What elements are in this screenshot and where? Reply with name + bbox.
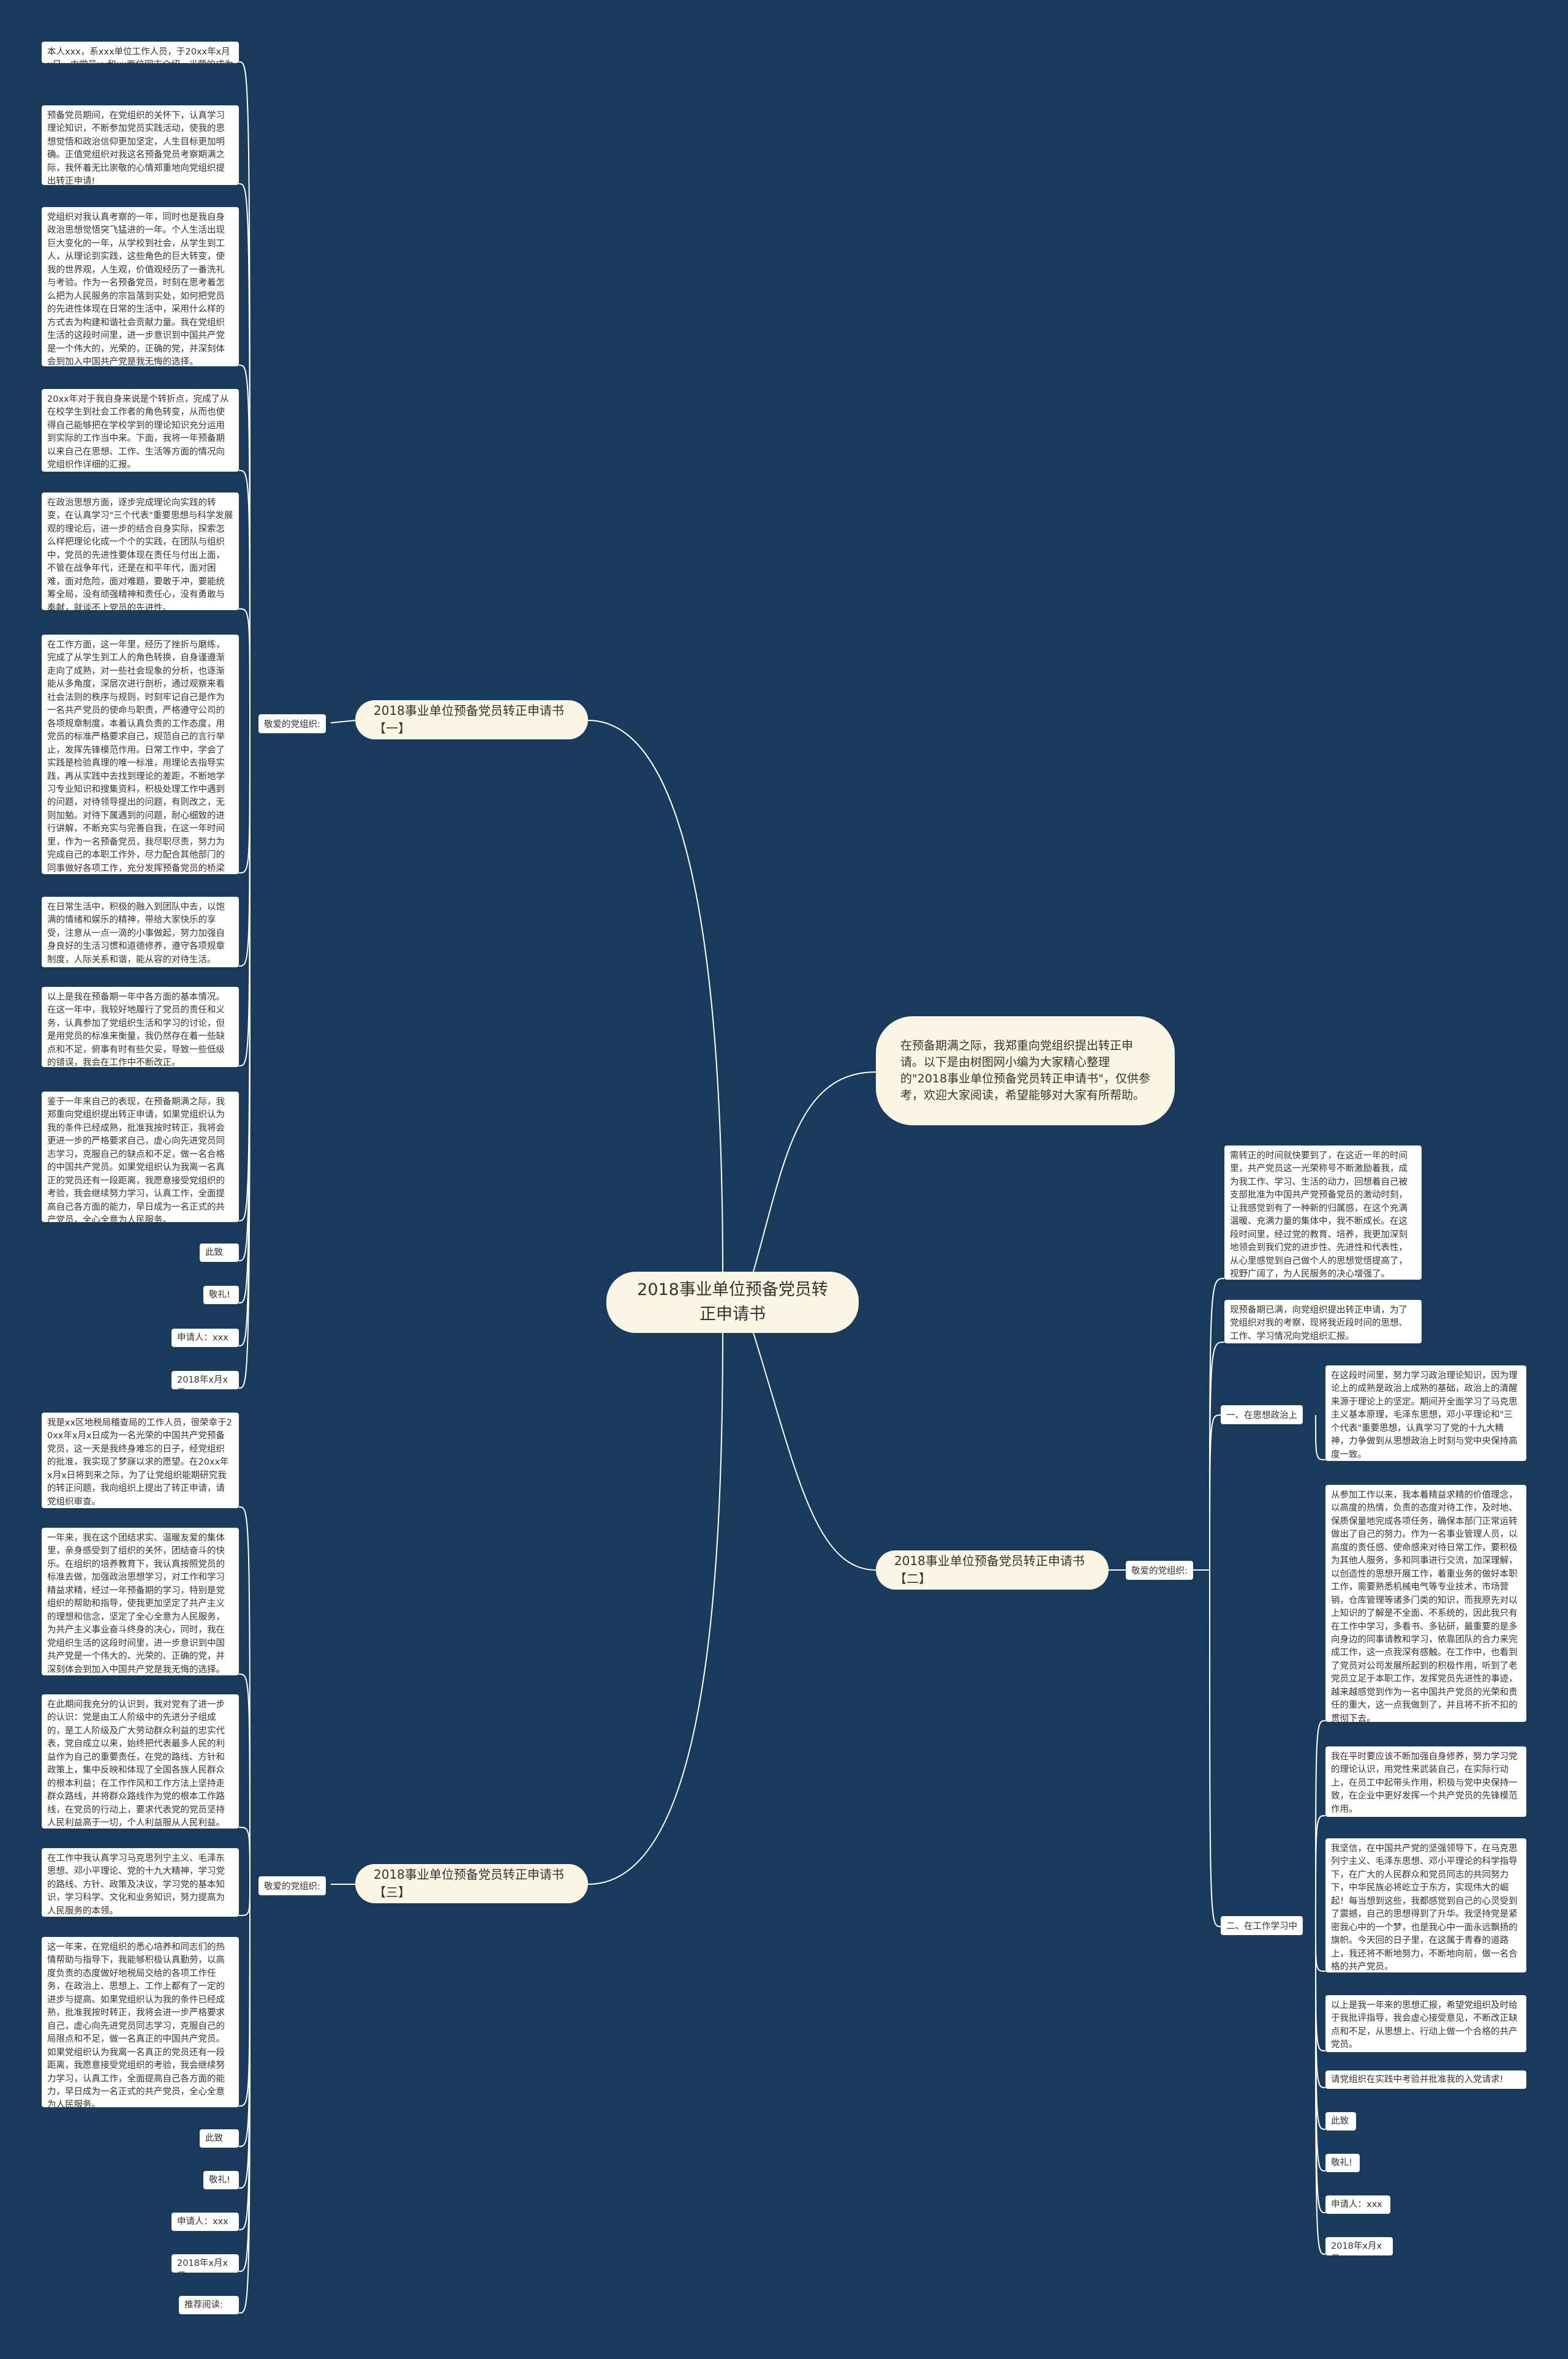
text-leaf[interactable]: 在政治思想方面，逐步完成理论向实践的转变，在认真学习"三个代表"重要思想与科学发… xyxy=(42,493,239,610)
branch-2-salutation[interactable]: 敬爱的党组织: xyxy=(1126,1561,1193,1580)
text-leaf[interactable]: 预备党员期间，在党组织的关怀下，认真学习理论知识，不断参加党员实践活动，使我的思… xyxy=(42,105,239,185)
branch-2-section-1-label[interactable]: 一、在思想政治上 xyxy=(1221,1405,1303,1424)
text-leaf[interactable]: 请党组织在实践中考验并批准我的入党请求! xyxy=(1325,2070,1526,2089)
text-leaf[interactable]: 推荐阅读: xyxy=(179,2296,239,2314)
text-leaf[interactable]: 此致 xyxy=(200,2129,239,2148)
link-root-b3 xyxy=(587,1330,723,1885)
intro-node[interactable]: 在预备期满之际，我郑重向党组织提出转正申请。以下是由树图网小编为大家精心整理的"… xyxy=(876,1016,1175,1125)
text-leaf[interactable]: 在此期间我充分的认识到，我对党有了进一步的认识：党是由工人阶级中的先进分子组成的… xyxy=(42,1694,239,1829)
text-leaf[interactable]: 我坚信，在中国共产党的坚强领导下，在马克思列宁主义、毛泽东思想、邓小平理论的科学… xyxy=(1325,1838,1526,1972)
text-leaf[interactable]: 现预备期已满，向党组织提出转正申请，为了党组织对我的考察，现将我近段时间的思想、… xyxy=(1224,1300,1422,1343)
text-leaf[interactable]: 一年来，我在这个团结求实、温暖友爱的集体里，亲身感受到了组织的关怀，团结奋斗的快… xyxy=(42,1528,239,1675)
link-leaf xyxy=(1315,1414,1326,1460)
root-topic[interactable]: 2018事业单位预备党员转正申请书 xyxy=(606,1272,859,1333)
link-leaf xyxy=(238,608,251,723)
text-leaf[interactable]: 党组织对我认真考察的一年，同时也是我自身政治思想觉悟突飞猛进的一年。个人生活出现… xyxy=(42,207,239,366)
text-leaf[interactable]: 需转正的时间就快要到了，在这近一年的时间里，共产党员这一光荣称号不断激励着我，成… xyxy=(1224,1146,1422,1280)
link-leaf xyxy=(1315,1926,1326,2255)
text-leaf[interactable]: 这一年来，在党组织的悉心培养和同志们的热情帮助与指导下，我能够积极认真勤劳，以高… xyxy=(42,1937,239,2107)
text-leaf[interactable]: 以上是我一年来的思想汇报，希望党组织及时给于我批评指导，我会虚心接受意见，不断改… xyxy=(1325,1995,1526,2052)
text-leaf[interactable]: 鉴于一年来自己的表现，在预备期满之际，我郑重向党组织提出转正申请，如果党组织认为… xyxy=(42,1092,239,1222)
text-leaf[interactable]: 此致 xyxy=(200,1244,239,1262)
text-leaf[interactable]: 在这段时间里，努力学习政治理论知识，因为理论上的成熟是政治上成熟的基础，政治上的… xyxy=(1325,1365,1526,1461)
link-root-intro xyxy=(753,1071,876,1272)
text-leaf[interactable]: 从参加工作以来，我本着精益求精的价值理念，以高度的热情，负责的态度对待工作，及时… xyxy=(1325,1485,1526,1722)
branch-2-title[interactable]: 2018事业单位预备党员转正申请书【二】 xyxy=(876,1550,1109,1590)
text-leaf[interactable]: 敬礼! xyxy=(1325,2154,1360,2172)
text-leaf[interactable]: 敬礼! xyxy=(203,2171,239,2189)
branch-2-section-2-label[interactable]: 二、在工作学习中 xyxy=(1221,1916,1303,1935)
link-b1-sal xyxy=(330,720,356,723)
text-leaf[interactable]: 我是xx区地税局稽查局的工作人员，很荣幸于20xx年x月x日成为一名光荣的中国共… xyxy=(42,1413,239,1508)
link-leaf xyxy=(238,1884,251,2314)
text-leaf[interactable]: 2018年x月x日 xyxy=(172,2254,239,2273)
text-leaf[interactable]: 我在平时要应该不断加强自身修养，努力学习党的理论认识，用党性来武装自己，在实际行… xyxy=(1325,1746,1526,1817)
link-leaf xyxy=(238,1674,251,1885)
link-b2-sec2 xyxy=(1209,1569,1221,1927)
text-leaf[interactable]: 申请人：xxx xyxy=(172,2213,239,2231)
link-b2-sec1 xyxy=(1209,1414,1221,1571)
text-leaf[interactable]: 2018年x月x日 xyxy=(172,1371,239,1389)
link-leaf xyxy=(238,1827,251,1885)
link-leaf xyxy=(1315,1815,1326,1927)
text-leaf[interactable]: 本人xxx，系xxx单位工作人员，于20xx年x月x日，由党员xx和xx两位同志… xyxy=(42,42,239,63)
text-leaf[interactable]: 申请人：xxx xyxy=(1325,2195,1390,2214)
link-leaf xyxy=(238,722,251,1389)
branch-1-title[interactable]: 2018事业单位预备党员转正申请书【一】 xyxy=(355,700,588,739)
text-leaf[interactable]: 以上是我在预备期一年中各方面的基本情况。在这一年中，我较好地履行了党员的责任和义… xyxy=(42,987,239,1067)
text-leaf[interactable]: 此致 xyxy=(1325,2112,1356,2131)
text-leaf[interactable]: 在工作中我认真学习马克思列宁主义、毛泽东思想、邓小平理论、党的十九大精神，学习党… xyxy=(42,1848,239,1917)
branch-3-salutation[interactable]: 敬爱的党组织: xyxy=(258,1876,326,1895)
branch-1-salutation[interactable]: 敬爱的党组织: xyxy=(258,714,326,733)
text-leaf[interactable]: 20xx年对于我自身来说是个转折点，完成了从在校学生到社会工作者的角色转变，从而… xyxy=(42,389,239,472)
text-leaf[interactable]: 申请人：xxx xyxy=(172,1329,239,1347)
text-leaf[interactable]: 敬礼! xyxy=(203,1286,239,1304)
branch-3-title[interactable]: 2018事业单位预备党员转正申请书【三】 xyxy=(355,1864,588,1903)
text-leaf[interactable]: 在工作方面，这一年里，经历了挫折与磨练，完成了从学生到工人的角色转换，自身谨遵渐… xyxy=(42,635,239,874)
link-root-b1 xyxy=(587,720,723,1275)
link-root-b2 xyxy=(753,1332,876,1571)
text-leaf[interactable]: 在日常生活中，积极的融入到团队中去，以饱满的情绪和娱乐的精神，带给大家快乐的享受… xyxy=(42,897,239,967)
text-leaf[interactable]: 2018年x月x日 xyxy=(1325,2237,1393,2255)
link-leaf xyxy=(238,470,251,723)
